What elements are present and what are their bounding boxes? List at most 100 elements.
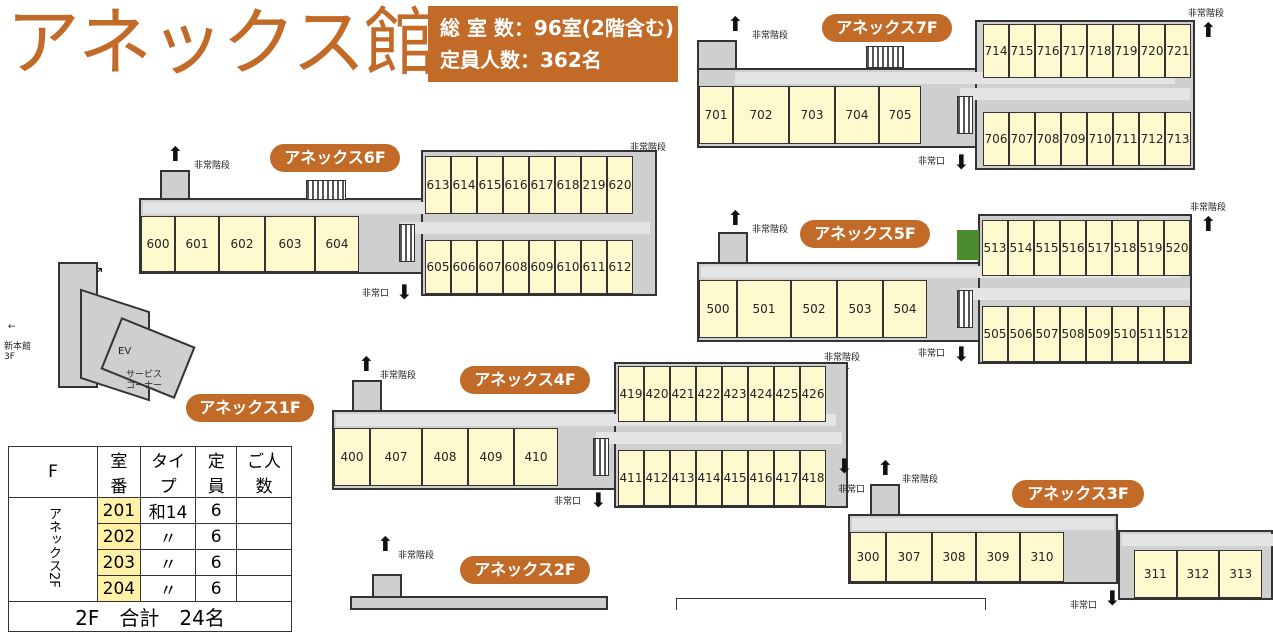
room-618: 618 [555, 156, 581, 214]
table-header: F [8, 446, 98, 498]
floor-label-7f: アネックス7F [822, 14, 952, 42]
room-506: 506 [1008, 306, 1034, 362]
stairs-icon [306, 180, 346, 200]
room-514: 514 [1008, 220, 1034, 276]
room-number-cell: 203 [97, 549, 141, 576]
room-515: 515 [1034, 220, 1060, 276]
left-arrow-icon: ← [8, 322, 16, 332]
room-417: 417 [774, 450, 800, 506]
room-605: 605 [425, 240, 451, 294]
room-311: 311 [1134, 550, 1177, 598]
table-header: ご人数 [235, 446, 293, 498]
room-711: 711 [1113, 112, 1139, 166]
room-423: 423 [722, 366, 748, 422]
corridor [400, 222, 650, 234]
room-509: 509 [1086, 306, 1112, 362]
total-cell: 2F 合計 24名 [8, 601, 292, 632]
room-503: 503 [837, 280, 883, 338]
room-710: 710 [1087, 112, 1113, 166]
room-721: 721 [1165, 24, 1191, 78]
stairs-icon [866, 46, 904, 68]
room-713: 713 [1165, 112, 1191, 166]
emergency-stairs-label: 非常階段 [902, 475, 939, 485]
room-502: 502 [791, 280, 837, 338]
room-313: 313 [1219, 550, 1262, 598]
room-611: 611 [581, 240, 607, 294]
room-300: 300 [850, 532, 886, 582]
guests-cell [235, 497, 293, 524]
room-510: 510 [1112, 306, 1138, 362]
room-614: 614 [451, 156, 477, 214]
room-409: 409 [468, 428, 514, 486]
table-header-row: F 室番 タイプ 定員 ご人数 [8, 446, 293, 498]
service-corner-label: サービス コーナー [126, 370, 163, 391]
room-410: 410 [514, 428, 558, 486]
down-arrow-icon: ⬇ [953, 342, 970, 366]
room-426: 426 [800, 366, 826, 422]
room-411: 411 [618, 450, 644, 506]
room-712: 712 [1139, 112, 1165, 166]
up-arrow-icon: ⬆ [877, 456, 894, 480]
room-421: 421 [670, 366, 696, 422]
room-511: 511 [1138, 306, 1164, 362]
room-422: 422 [696, 366, 722, 422]
room-720: 720 [1139, 24, 1165, 78]
table-header: 室番 [97, 446, 141, 498]
room-608: 608 [503, 240, 529, 294]
room-615: 615 [477, 156, 503, 214]
summary-box: 総 室 数：96室(2階含む) 定員人数：362名 [428, 6, 678, 82]
room-715: 715 [1009, 24, 1035, 78]
room-601: 601 [175, 216, 219, 272]
up-arrow-icon: ⬆ [167, 142, 184, 166]
emergency-stairs-label: 非常階段 [752, 225, 789, 235]
emergency-stairs-label: 非常階段 [194, 161, 231, 171]
floor-label-6f: アネックス6F [270, 144, 400, 172]
emergency-stairs-label: 非常階段 [630, 143, 667, 153]
room-708: 708 [1035, 112, 1061, 166]
elevator-label: EV [118, 346, 132, 357]
room-610: 610 [555, 240, 581, 294]
room-407: 407 [370, 428, 422, 486]
room-600: 600 [141, 216, 175, 272]
up-arrow-icon: ⬆ [727, 12, 744, 36]
room-512: 512 [1164, 306, 1190, 362]
room-number-cell: 202 [97, 523, 141, 550]
table-header: タイプ [139, 446, 197, 498]
corridor [852, 518, 1114, 530]
guests-cell [235, 575, 293, 602]
room-603: 603 [265, 216, 315, 272]
room-501: 501 [737, 280, 791, 338]
up-arrow-icon: ⬆ [358, 352, 375, 376]
room-424: 424 [748, 366, 774, 422]
down-arrow-icon: ⬇ [953, 150, 970, 174]
down-arrow-icon: ⬇ [396, 280, 413, 304]
corridor [960, 88, 1190, 100]
capacity-cell: 6 [195, 523, 237, 550]
total-rooms-text: 総 室 数：96室(2階含む) [440, 16, 674, 40]
floor-label-cell: アネックス2F [8, 497, 98, 602]
room-719: 719 [1113, 24, 1139, 78]
stairs-icon [957, 96, 973, 134]
table-row: 202 〃 6 [9, 523, 293, 550]
room-number-cell: 204 [97, 575, 141, 602]
emergency-exit-label: 非常口 [1070, 601, 1098, 611]
page-title: アネックス館 [6, 0, 438, 86]
room-408: 408 [422, 428, 468, 486]
floor-label-5f: アネックス5F [800, 220, 930, 248]
room-612: 612 [607, 240, 633, 294]
room-709: 709 [1061, 112, 1087, 166]
room-400: 400 [334, 428, 370, 486]
corridor [1122, 534, 1273, 546]
room-table: F 室番 タイプ 定員 ご人数 アネックス2F 201 和14 6 202 〃 … [8, 446, 293, 632]
room-415: 415 [722, 450, 748, 506]
room-716: 716 [1035, 24, 1061, 78]
